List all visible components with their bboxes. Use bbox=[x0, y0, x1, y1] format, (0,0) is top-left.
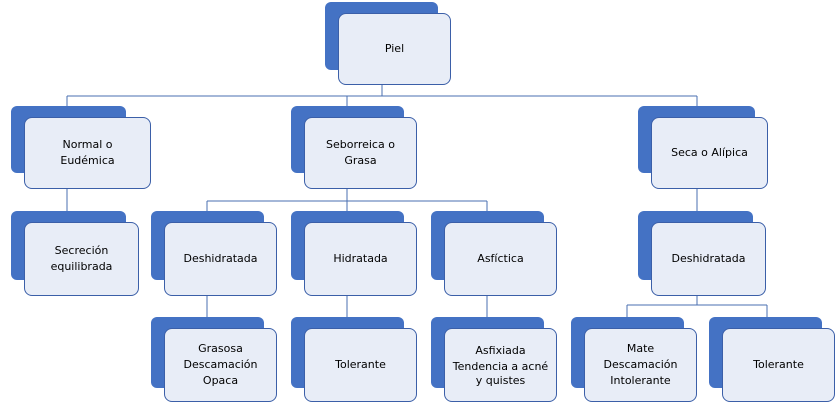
node-mate-line-3: Intolerante bbox=[610, 373, 671, 387]
node-secrecion-line-2: equilibrada bbox=[50, 260, 113, 273]
connector-seborreica bbox=[206, 188, 488, 212]
node-tolerante-1-line-1: Tolerante bbox=[335, 358, 386, 372]
node-hidratada-line-1: Hidratada bbox=[333, 252, 388, 266]
node-deshidratada-1-line-1: Deshidratada bbox=[183, 252, 258, 266]
connector-root bbox=[66, 83, 698, 107]
node-piel-label: Piel bbox=[384, 42, 405, 56]
node-normal-line-2: Eudémica bbox=[60, 154, 115, 167]
node-asfixiada-line-2: Tendencia a acné bbox=[452, 359, 549, 373]
node-secrecion-line-1: Secreción bbox=[54, 244, 109, 258]
node-tolerante-2-line-1: Tolerante bbox=[753, 358, 804, 372]
node-deshidratada-2-line-1: Deshidratada bbox=[671, 252, 746, 266]
node-asfictica-line-1: Asfíctica bbox=[477, 252, 524, 266]
node-normal-line-1: Normal o bbox=[62, 138, 113, 152]
node-grasosa-line-1: Grasosa bbox=[198, 342, 243, 356]
node-seca-line-1: Seca o Alípica bbox=[671, 146, 748, 160]
node-mate-line-2: Descamación bbox=[603, 358, 678, 372]
connector-deshidratada-2 bbox=[626, 293, 768, 318]
node-mate-line-1: Mate bbox=[626, 342, 655, 356]
node-grasosa-line-3: Opaca bbox=[202, 373, 239, 387]
node-seborreica-line-1: Seborreica o Grasa bbox=[326, 138, 395, 167]
node-asfixiada-line-1: Asfixiada bbox=[475, 344, 526, 358]
node-asfixiada-line-3: y quistes bbox=[475, 373, 526, 387]
node-grasosa-line-2: Descamación bbox=[183, 358, 258, 372]
